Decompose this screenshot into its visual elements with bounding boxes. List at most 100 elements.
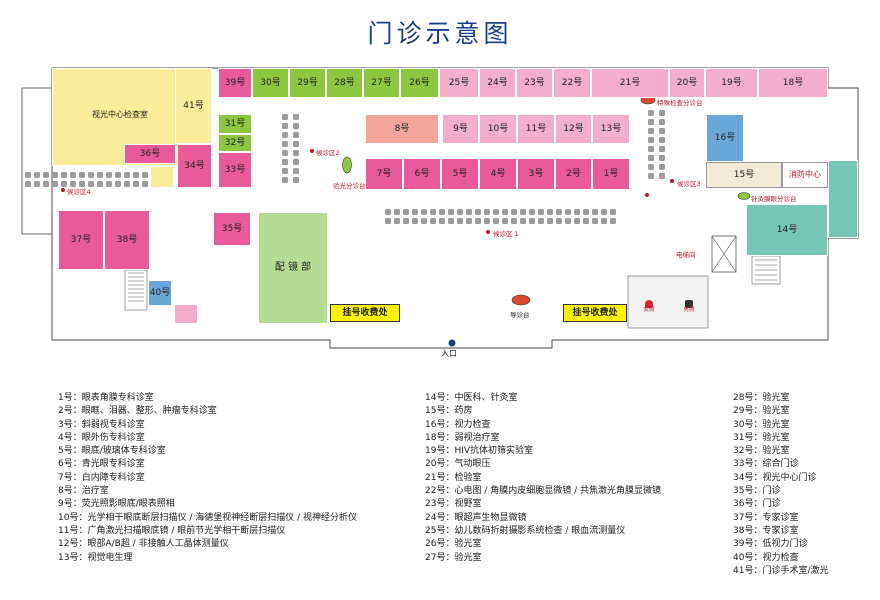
room-2[interactable]: 2号 [555, 158, 592, 190]
room-25[interactable]: 25号 [439, 68, 479, 98]
room-4[interactable]: 4号 [479, 158, 517, 190]
legend-item: 33号：综合门诊 [733, 459, 799, 470]
legend-item: 36号：门诊 [733, 499, 781, 510]
legend-item: 34号：视光中心门诊 [733, 472, 817, 483]
legend-item: 23号：视野室 [425, 499, 482, 510]
legend-item: 40号：视力检查 [733, 552, 799, 563]
legend-item: 32号：验光室 [733, 446, 790, 457]
womens-restroom-label: 女厕 [643, 307, 655, 314]
room-10[interactable]: 10号 [479, 114, 517, 144]
room-28[interactable]: 28号 [326, 68, 363, 98]
room-39[interactable]: 39号 [218, 68, 252, 98]
optical-shop[interactable]: 配 镜 部 [258, 212, 328, 324]
legend-item: 24号：眼超声生物显微镜 [425, 512, 527, 523]
legend-item: 6号：青光眼专科诊室 [58, 459, 145, 470]
room-40[interactable]: 40号 [148, 280, 172, 306]
room-5[interactable]: 5号 [441, 158, 479, 190]
room-30[interactable]: 30号 [252, 68, 289, 98]
legend-item: 2号：眼眶、泪器、整形、肿瘤专科诊室 [58, 406, 217, 417]
room-6[interactable]: 6号 [403, 158, 441, 190]
legend-item: 18号：弱视治疗室 [425, 432, 500, 443]
legend-item: 35号：门诊 [733, 486, 781, 497]
room-14-annex [828, 160, 858, 238]
room-7[interactable]: 7号 [365, 158, 403, 190]
legend-item: 4号：眼外伤专科诊室 [58, 432, 145, 443]
mens-restroom[interactable]: 男厕 [680, 296, 698, 318]
legend-item: 22号：心电图 / 角膜内皮细胞显微镜 / 共焦激光角膜显微镜 [425, 486, 661, 497]
legend-item: 41号：门诊手术室/激光 [733, 565, 829, 576]
room-13[interactable]: 13号 [592, 114, 630, 144]
room-27[interactable]: 27号 [363, 68, 400, 98]
guide-desk-label: 导诊台 [510, 311, 530, 319]
page-title: 门诊示意图 [367, 19, 513, 48]
fundus-desk-label: 针灸腺眼分诊台 [751, 195, 797, 203]
female-restroom-icon [645, 300, 653, 309]
legend-item: 28号：验光室 [733, 393, 790, 403]
room-41[interactable]: 41号 [175, 68, 212, 144]
legend-item: 7号：白内障专科诊室 [58, 472, 145, 483]
legend-item: 25号：幼儿数码折射摄影系统检查 / 眼血流测量仪 [425, 525, 626, 536]
waiting-area-3-label: 候诊区3 [677, 180, 701, 188]
special-exam-desk-label: 特殊检查分诊台 [657, 99, 703, 107]
room-38[interactable]: 38号 [104, 210, 150, 270]
room-33[interactable]: 33号 [218, 152, 252, 188]
room-12[interactable]: 12号 [555, 114, 592, 144]
legend-item: 26号：验光室 [425, 539, 482, 550]
room-1[interactable]: 1号 [592, 158, 630, 190]
waiting-area-2-label: 候诊区2 [316, 149, 340, 157]
legend-item: 1号：眼表角膜专科诊室 [58, 393, 154, 403]
legend-item: 10号：光学相干眼底断层扫描仪 / 海德堡视神经断层扫描仪 / 视神经分析仪 [58, 512, 357, 523]
legend-item: 15号：药房 [425, 406, 473, 417]
legend-item: 37号：专家诊室 [733, 512, 799, 523]
room-19[interactable]: 19号 [705, 68, 758, 98]
small-pink-room [174, 304, 198, 324]
legend-column-2: 14号：中医科、针灸室 15号：药房 16号：视力检查 18号：弱视治疗室 19… [425, 392, 661, 565]
room-24[interactable]: 24号 [479, 68, 516, 98]
room-22[interactable]: 22号 [553, 68, 591, 98]
legend-item: 30号：验光室 [733, 419, 790, 430]
legend-item: 29号：验光室 [733, 406, 790, 417]
room-9[interactable]: 9号 [442, 114, 479, 144]
elevator-label: 电梯间 [676, 251, 696, 259]
registration-desk-left[interactable]: 挂号收费处 [330, 304, 400, 322]
fire-control-center[interactable]: 消防中心 [782, 162, 828, 188]
room-34[interactable]: 34号 [177, 144, 212, 188]
legend-item: 11号：广角激光扫描眼底镜 / 眼前节光学相干断层扫描仪 [58, 525, 286, 536]
legend-item: 12号：眼部A/B超 / 非接触人工晶体测量仪 [58, 539, 229, 550]
legend-item: 8号：治疗室 [58, 486, 109, 497]
legend-item: 19号：HIV抗体初筛实验室 [425, 446, 534, 457]
room-18[interactable]: 18号 [758, 68, 828, 98]
legend-item: 5号：眼底/玻璃体专科诊室 [58, 446, 166, 457]
room-35[interactable]: 35号 [213, 212, 251, 246]
male-restroom-icon [685, 300, 693, 309]
room-23[interactable]: 23号 [516, 68, 553, 98]
waiting-area-1-label: 候诊区 1 [493, 230, 519, 238]
legend-item: 39号：低视力门诊 [733, 539, 808, 550]
vision-center-label: 视光中心检查室 [92, 110, 148, 119]
legend-item: 31号：验光室 [733, 432, 790, 443]
room-15[interactable]: 15号 [706, 162, 782, 188]
room-36[interactable]: 36号 [124, 144, 176, 164]
room-20[interactable]: 20号 [669, 68, 705, 98]
legend-item: 9号：荧光照影眼底/眼表照相 [58, 499, 175, 510]
room-14[interactable]: 14号 [746, 204, 828, 256]
legend-item: 20号：气动眼压 [425, 459, 491, 470]
room-32[interactable]: 32号 [218, 134, 252, 152]
room-11[interactable]: 11号 [517, 114, 555, 144]
room-26[interactable]: 26号 [400, 68, 439, 98]
room-8[interactable]: 8号 [365, 114, 439, 144]
registration-desk-right[interactable]: 挂号收费处 [563, 304, 627, 322]
legend-column-3: 28号：验光室 29号：验光室 30号：验光室 31号：验光室 32号：验光室 … [733, 392, 829, 578]
room-29[interactable]: 29号 [289, 68, 326, 98]
room-31[interactable]: 31号 [218, 114, 252, 134]
room-3[interactable]: 3号 [517, 158, 555, 190]
optometry-desk-label: 验光分诊台 [333, 182, 366, 190]
room-21[interactable]: 21号 [591, 68, 669, 98]
womens-restroom[interactable]: 女厕 [640, 296, 658, 318]
legend-item: 13号：视觉电生理 [58, 552, 133, 563]
legend-item: 38号：专家诊室 [733, 525, 799, 536]
room-16[interactable]: 16号 [706, 114, 744, 162]
room-37[interactable]: 37号 [58, 210, 104, 270]
legend-column-1: 1号：眼表角膜专科诊室 2号：眼眶、泪器、整形、肿瘤专科诊室 3号：斜弱视专科诊… [58, 392, 357, 565]
